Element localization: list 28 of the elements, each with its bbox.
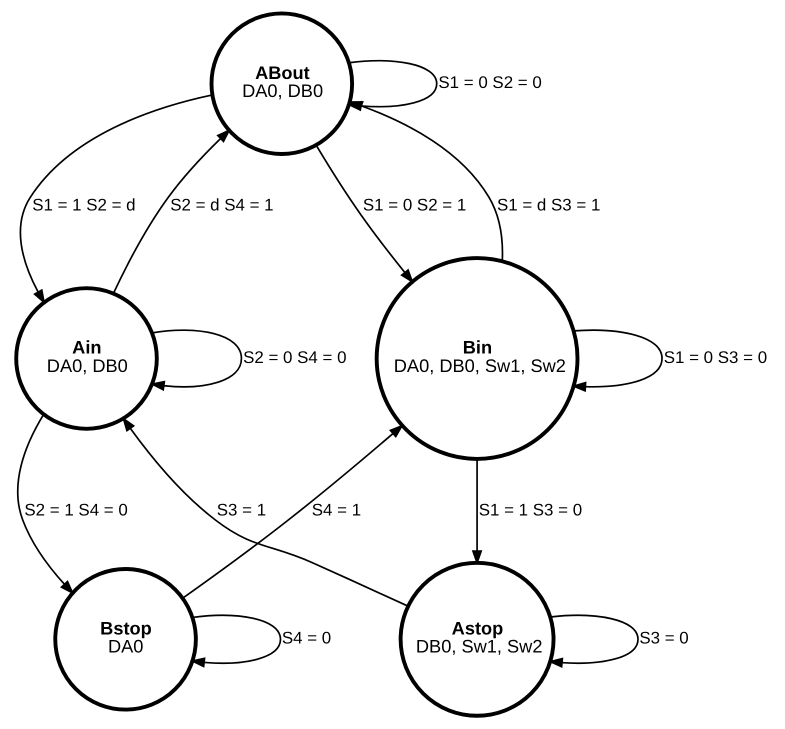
edge-label: S1 = 1 S2 = d [32, 196, 136, 215]
edge-label: S3 = 0 [639, 628, 689, 648]
node-circle: Bin DA0, DB0, Sw1, Sw2 [374, 256, 580, 461]
edge-label: S3 = 1 [216, 500, 266, 520]
arrow [122, 416, 408, 607]
edge-label: S1 = 0 S2 = 0 [438, 73, 542, 92]
edge-label: S2 = 1 S4 = 0 [24, 500, 128, 520]
edge-label: S2 = d S4 = 1 [170, 196, 274, 215]
arrow [571, 329, 663, 392]
arrow [472, 459, 482, 566]
node-circle: Bstop DA0 [53, 567, 198, 712]
node-circle: Astop DB0, Sw1, Sw2 [398, 560, 556, 718]
node-circle: ABout DA0, DB0 [210, 11, 354, 156]
edge-label: S1 = 1 S3 = 0 [478, 500, 582, 520]
edge-label: S4 = 1 [312, 500, 362, 520]
arrow [315, 144, 414, 284]
edge-label: S1 = 0 S2 = 1 [362, 196, 466, 215]
arrow [16, 414, 74, 595]
arrow [182, 424, 404, 599]
arrow [112, 128, 231, 294]
edge-label: S2 = 0 S4 = 0 [243, 348, 347, 367]
arrow [150, 329, 242, 392]
edge-label: S4 = 0 [282, 628, 332, 648]
arrow [20, 94, 212, 305]
edge-label: S1 = d S3 = 1 [496, 196, 600, 215]
edge-label: S1 = 0 S3 = 0 [664, 348, 768, 367]
arrow [190, 614, 282, 668]
arrow [548, 614, 639, 668]
